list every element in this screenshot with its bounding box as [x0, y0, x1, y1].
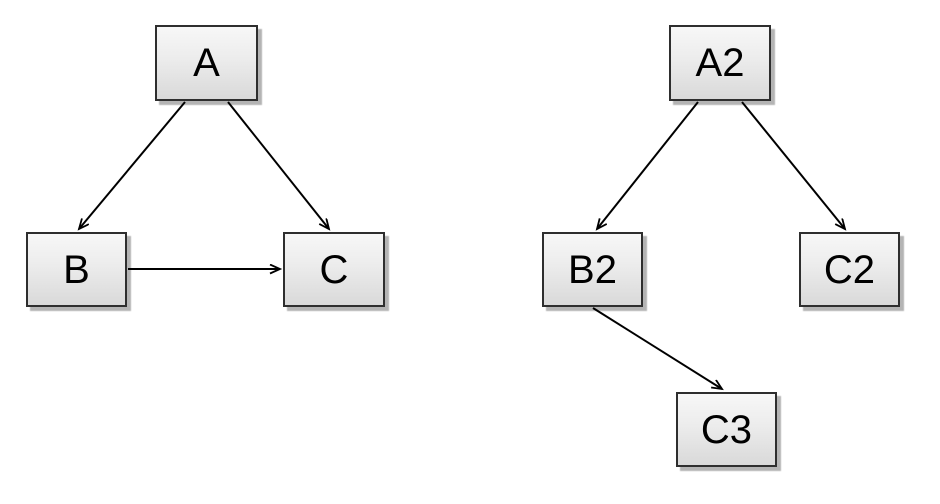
node-label: B2	[568, 247, 617, 292]
node-label: C2	[823, 247, 876, 292]
node-A[interactable]: A	[155, 25, 258, 101]
node-label: A	[193, 41, 220, 85]
node-C[interactable]: C	[283, 232, 385, 307]
node-B2[interactable]: B2	[542, 232, 643, 307]
node-label: A2	[695, 41, 745, 85]
node-label: B	[63, 247, 90, 292]
node-label: C3	[700, 407, 753, 452]
edge-A2-C2	[741, 101, 845, 229]
edge-B2-C3	[592, 307, 722, 389]
node-C3[interactable]: C3	[676, 392, 777, 467]
node-B[interactable]: B	[26, 232, 127, 307]
edge-A-B	[79, 101, 186, 229]
edge-A-C	[227, 101, 329, 229]
node-A2[interactable]: A2	[669, 25, 771, 101]
edge-group	[79, 101, 845, 389]
node-label: C	[319, 247, 349, 292]
edge-A2-B2	[597, 101, 699, 229]
node-C2[interactable]: C2	[799, 232, 900, 307]
